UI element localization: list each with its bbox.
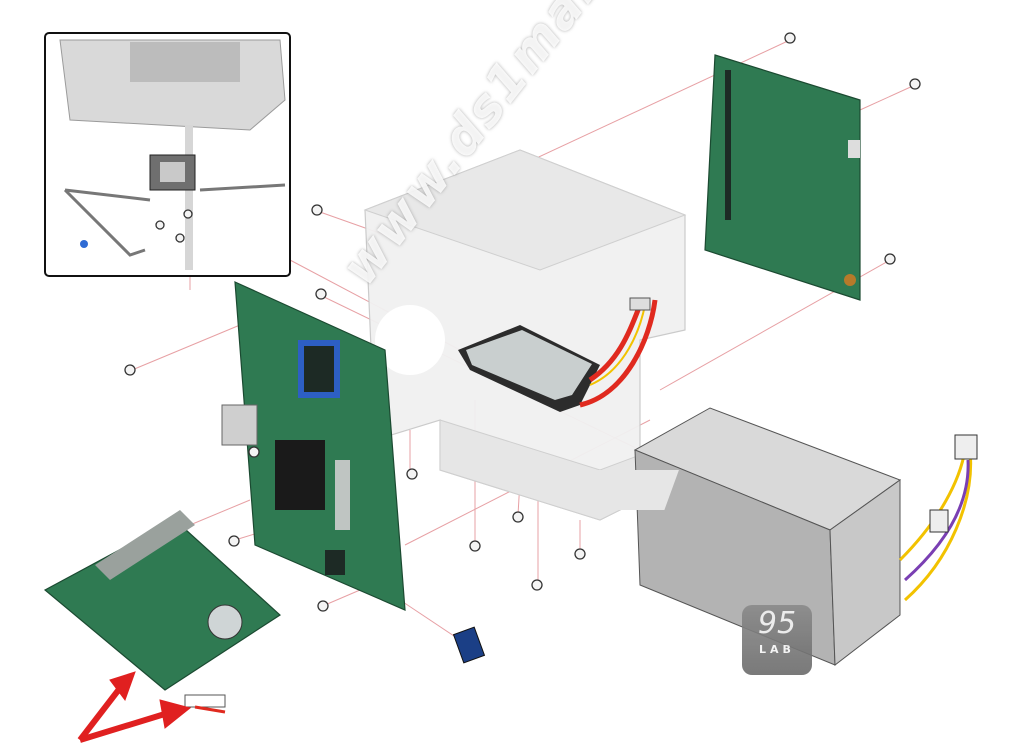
inset-detail	[44, 32, 291, 277]
screws	[124, 32, 921, 612]
logo-label: LAB	[759, 643, 795, 656]
lab-logo: 95 LAB	[742, 605, 812, 675]
sd-card	[452, 626, 486, 664]
red-arrows-icon	[77, 671, 192, 743]
riser-board	[704, 54, 861, 301]
motherboard	[221, 281, 406, 611]
logo-number: 95	[757, 606, 797, 641]
pcie-card	[43, 510, 281, 714]
hard-drive	[458, 297, 658, 412]
